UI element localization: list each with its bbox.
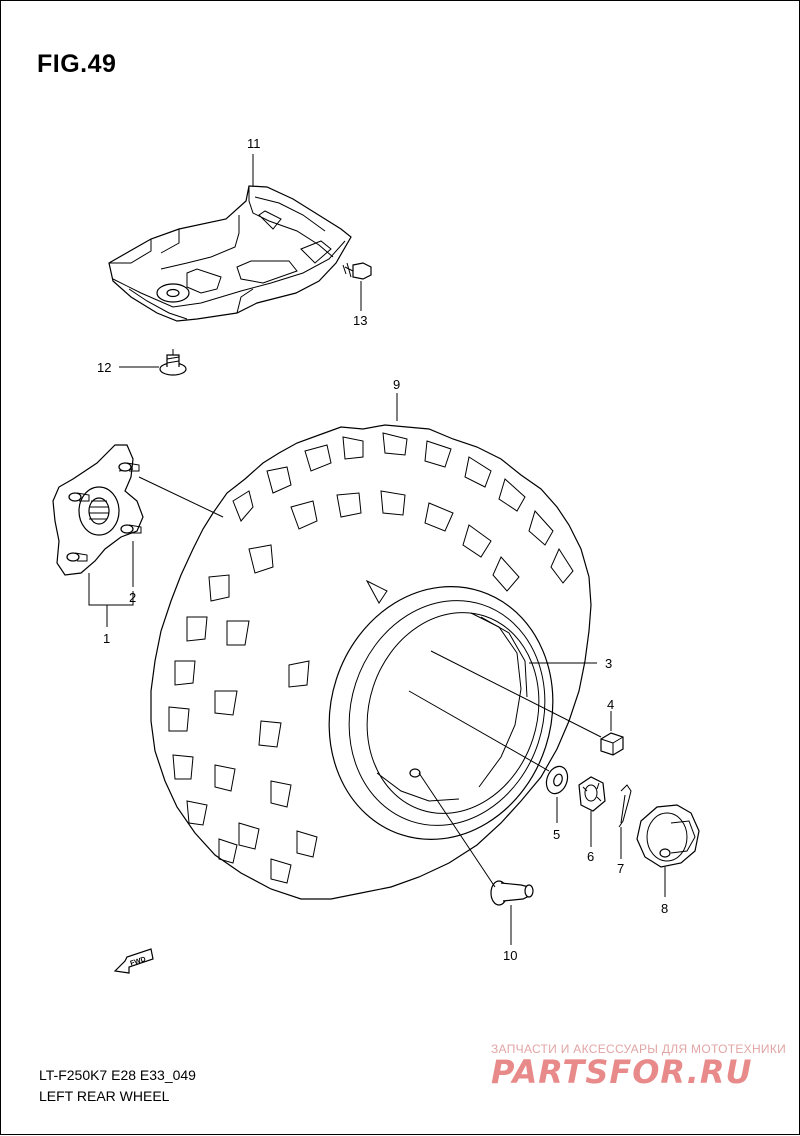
hub-cap-part-8 bbox=[636, 804, 700, 868]
tire-part-9 bbox=[150, 424, 592, 900]
watermark-tagline: ЗАПЧАСТИ И АКСЕССУАРЫ ДЛЯ МОТОТЕХНИКИ bbox=[491, 1042, 787, 1056]
watermark-logo: PARTSFOR.RU bbox=[491, 1053, 753, 1091]
castle-nut-part-6 bbox=[578, 776, 606, 812]
callout-4: 4 bbox=[607, 697, 614, 712]
fwd-label: FWD bbox=[130, 956, 147, 968]
callout-9: 9 bbox=[393, 377, 400, 392]
callout-3: 3 bbox=[605, 656, 612, 671]
callout-11: 11 bbox=[247, 136, 261, 151]
callout-7: 7 bbox=[617, 861, 624, 876]
diagram-code: LT-F250K7 E28 E33_049 bbox=[39, 1067, 196, 1083]
bolt-part-12 bbox=[159, 349, 187, 376]
washer-part-5 bbox=[545, 765, 569, 795]
callout-5: 5 bbox=[553, 827, 560, 842]
wheel-nut-part-4 bbox=[600, 732, 624, 756]
callout-6: 6 bbox=[587, 849, 594, 864]
fwd-arrow-icon: FWD bbox=[113, 948, 154, 974]
cotter-pin-part-7 bbox=[618, 784, 632, 828]
valve-stem-part-10 bbox=[490, 880, 534, 906]
figure-title: FIG.49 bbox=[37, 50, 117, 78]
callout-13: 13 bbox=[353, 313, 367, 328]
callout-1: 1 bbox=[103, 631, 110, 646]
bolt-part-13 bbox=[342, 262, 372, 280]
callout-10: 10 bbox=[503, 948, 517, 963]
diagram-caption: LEFT REAR WHEEL bbox=[39, 1088, 170, 1104]
callout-labels: 11 13 12 9 2 1 3 4 5 6 7 8 10 bbox=[97, 136, 668, 963]
callout-8: 8 bbox=[661, 901, 668, 916]
callout-2: 2 bbox=[129, 590, 136, 605]
wheel-hub-part-1 bbox=[52, 444, 144, 576]
callout-12: 12 bbox=[97, 360, 111, 375]
leader-lines bbox=[88, 154, 666, 945]
mud-guard-part-11 bbox=[108, 185, 352, 322]
